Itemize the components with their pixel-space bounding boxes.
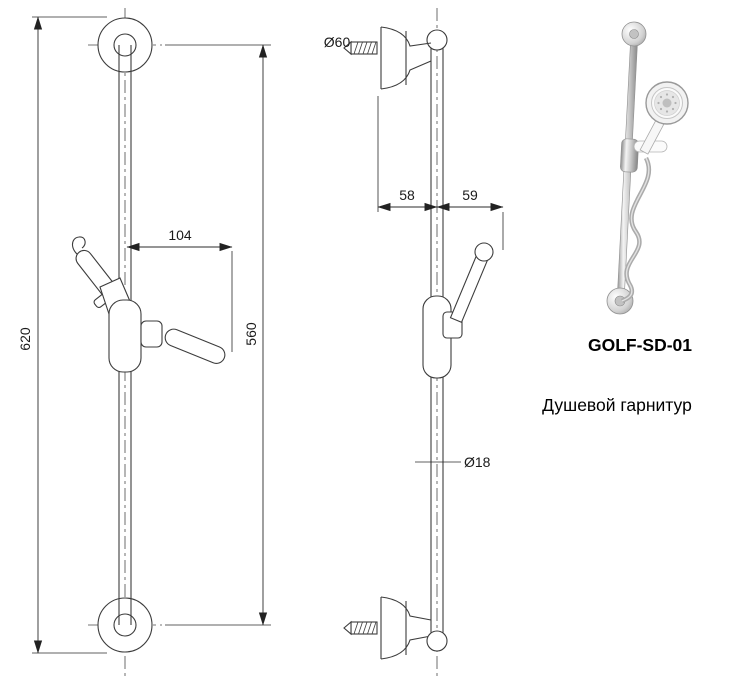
side-bottom-flange — [380, 596, 432, 660]
dim-58-label: 58 — [399, 187, 415, 203]
holder-hook — [71, 236, 86, 258]
dim-d60-label: Ø60 — [324, 34, 351, 50]
dim-620: 620 — [17, 16, 107, 654]
product-photo — [606, 21, 689, 315]
front-lever-bracket — [140, 320, 163, 348]
screw-thread-hatching-bottom — [353, 621, 377, 635]
side-top-flange — [380, 26, 432, 90]
dim-d18-label: Ø18 — [464, 454, 491, 470]
product-code: GOLF-SD-01 — [588, 335, 692, 355]
front-bottom-mount-inner — [113, 613, 137, 637]
spray-nozzles — [657, 93, 677, 113]
dim-560: 560 — [165, 44, 271, 626]
product-name: Душевой гарнитур — [542, 395, 692, 415]
side-view: Ø60 58 59 Ø18 — [324, 8, 504, 676]
wall-mount-top-cap — [629, 29, 639, 39]
dim-d18: Ø18 — [415, 454, 491, 470]
dim-560-label: 560 — [243, 322, 259, 346]
side-bar-bottom-cap — [426, 630, 448, 652]
dim-620-label: 620 — [17, 327, 33, 351]
screw-tip-top — [343, 40, 352, 56]
dim-59-label: 59 — [462, 187, 478, 203]
side-lever-knob — [474, 242, 494, 262]
dim-104-label: 104 — [168, 227, 192, 243]
screw-thread-hatching-top — [353, 41, 377, 55]
dim-58-59: 58 59 — [377, 96, 504, 250]
shower-hose-highlight — [621, 157, 650, 302]
side-bottom-screw — [343, 620, 378, 636]
front-view: 620 560 104 — [17, 8, 271, 676]
handset-face-center — [662, 98, 672, 108]
side-top-screw — [343, 40, 378, 56]
side-bar-top-cap — [426, 29, 448, 51]
front-top-mount-inner — [113, 33, 137, 57]
screw-tip-bottom — [343, 620, 352, 636]
dim-104: 104 — [126, 227, 233, 352]
front-lock-lever — [164, 328, 226, 364]
front-slider-body — [108, 299, 142, 373]
